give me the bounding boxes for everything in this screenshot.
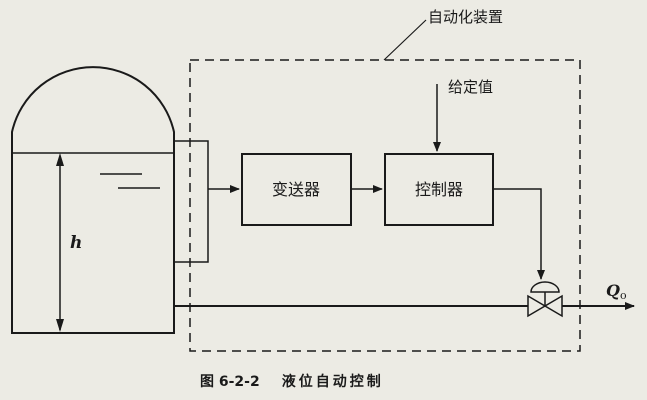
figure-caption: 图 6-2-2 液位自动控制 <box>200 373 384 390</box>
valve-actuator-icon <box>530 281 560 293</box>
setpoint-label: 给定值 <box>448 78 493 96</box>
tank-vessel <box>11 66 175 334</box>
level-label: h <box>70 233 82 253</box>
controller-label: 控制器 <box>415 180 463 199</box>
controller-to-valve-line <box>493 188 545 280</box>
caption-title: 液位自动控制 <box>282 373 384 390</box>
outflow-label: Qo <box>606 281 627 302</box>
automation-device-boundary <box>189 59 581 352</box>
level-arrow-head-down <box>56 319 64 332</box>
device-label-leader <box>383 19 427 61</box>
transmitter-label: 变送器 <box>272 180 320 199</box>
level-arrow-head-up <box>56 153 64 166</box>
device-label: 自动化装置 <box>428 8 503 26</box>
caption-number: 图 6-2-2 <box>200 374 260 390</box>
level-sensor <box>173 140 209 263</box>
